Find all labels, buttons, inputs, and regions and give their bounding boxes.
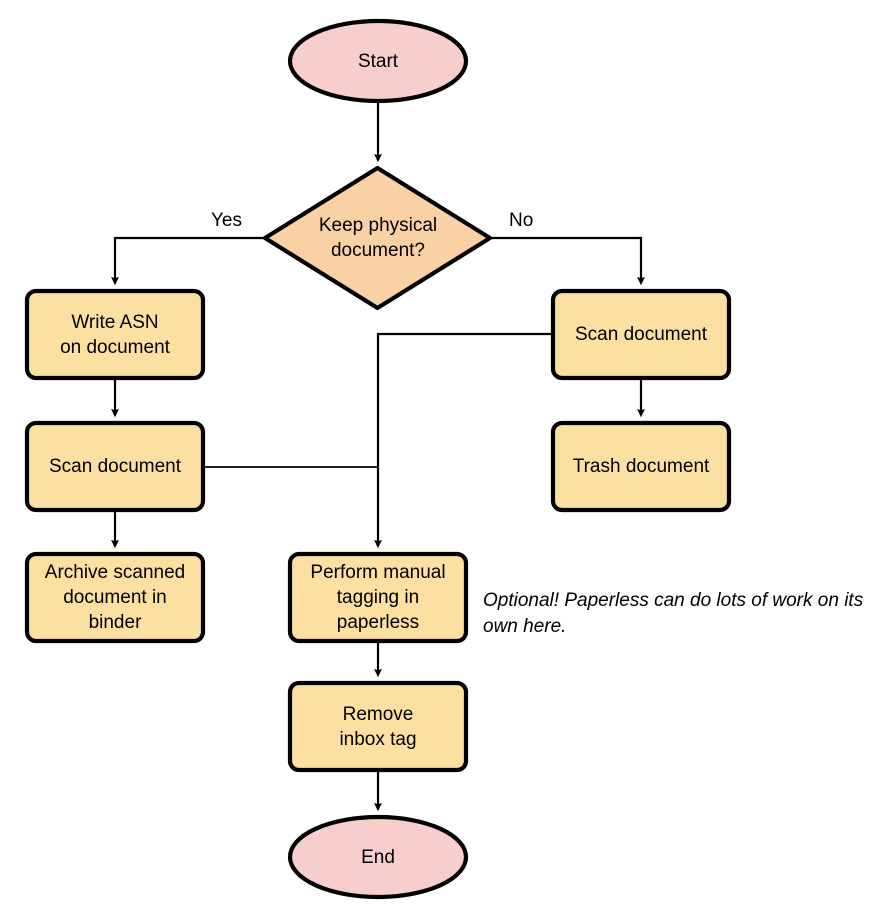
node-end[interactable] [287, 814, 469, 900]
node-trash-document[interactable] [550, 420, 732, 513]
edge-decision-no [490, 236, 645, 286]
node-write-asn-on-document[interactable] [24, 288, 206, 381]
node-scan-document-left[interactable] [24, 420, 206, 513]
edge-label-yes: Yes [211, 210, 242, 231]
optional-note: Optional! Paperless can do lots of work … [483, 590, 864, 637]
edge-label-no: No [509, 210, 534, 231]
node-remove-inbox-tag[interactable] [287, 680, 469, 773]
node-scan-document-right[interactable] [550, 288, 732, 381]
edge-decision-yes [111, 236, 265, 286]
node-perform-manual-tagging-in-paperless[interactable] [287, 551, 469, 644]
node-keep-physical-document[interactable] [262, 165, 493, 311]
edge-scan-right-to-tagging [374, 332, 553, 549]
node-archive-scanned-document-in-binder[interactable] [24, 551, 206, 644]
node-start[interactable] [287, 18, 469, 104]
